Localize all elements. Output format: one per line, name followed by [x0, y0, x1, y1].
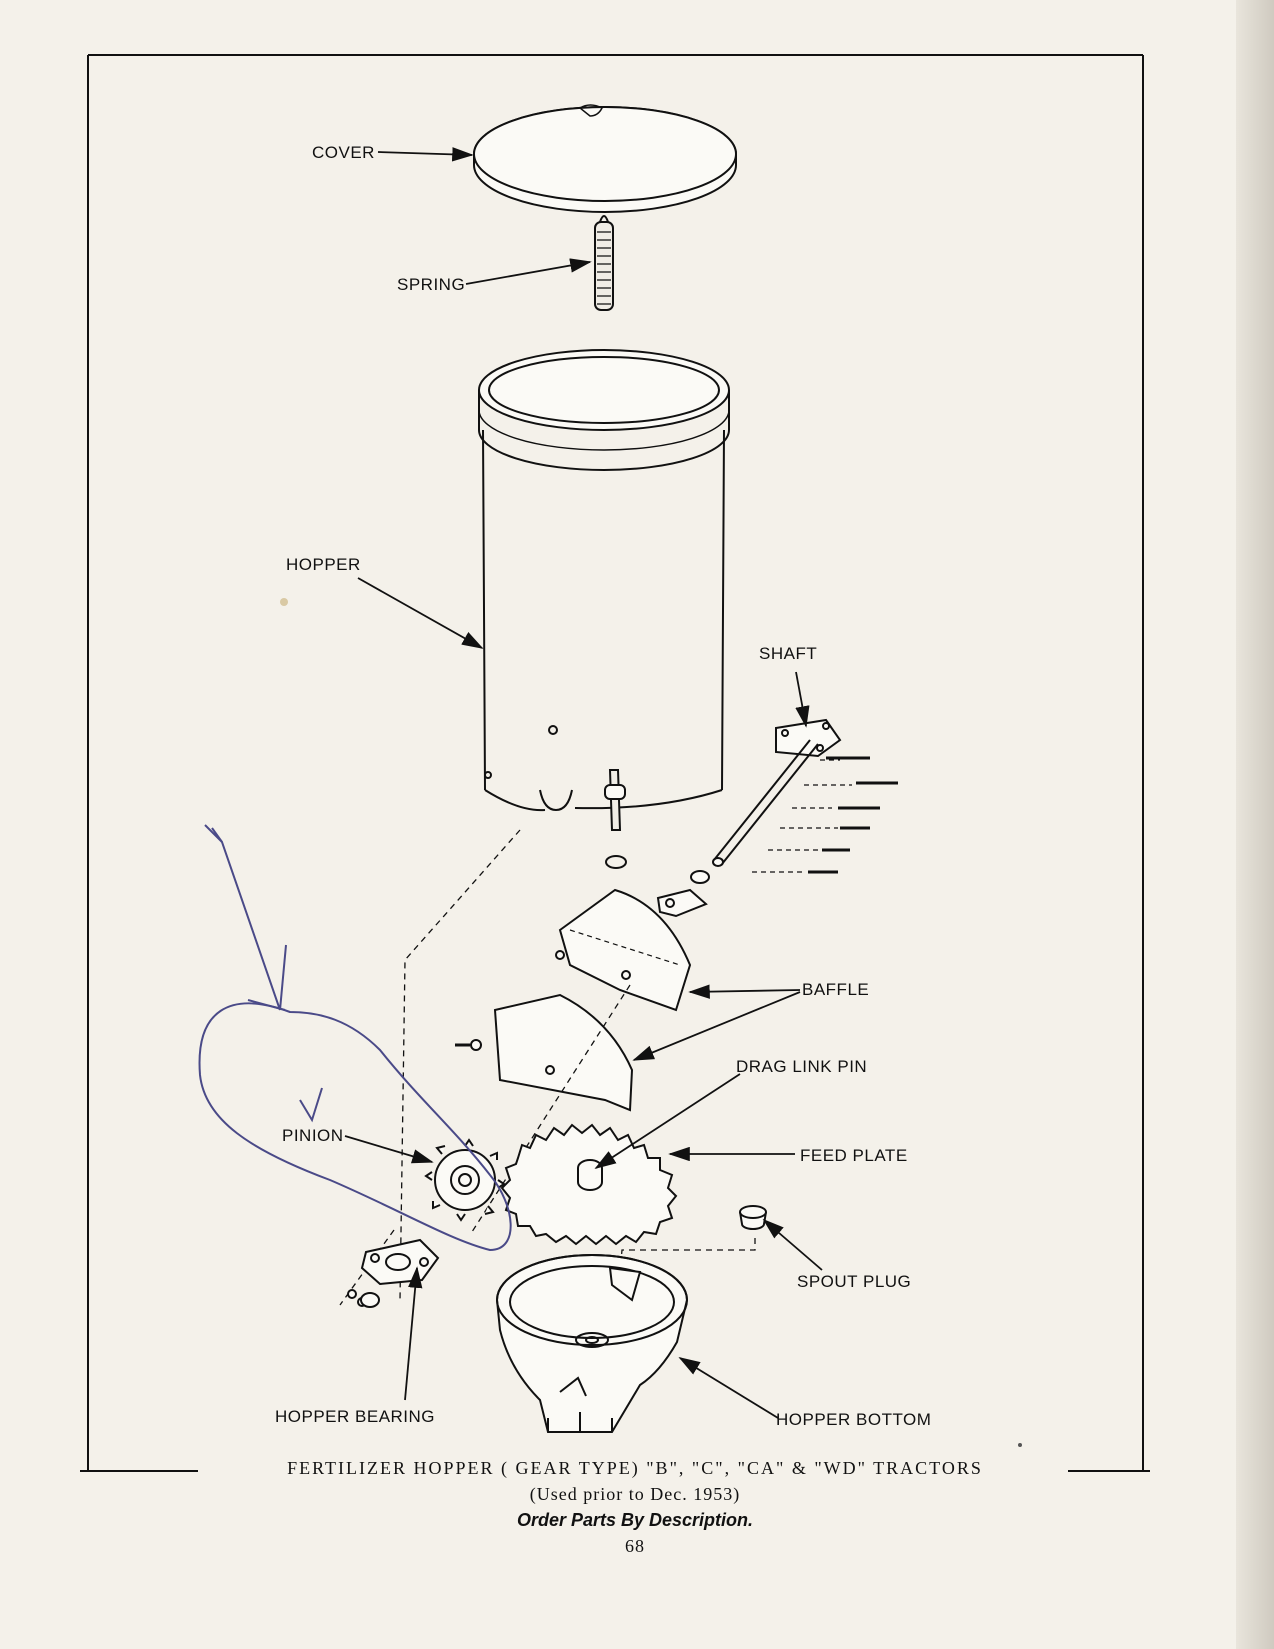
frame-border: [80, 54, 1150, 1472]
baffle-arrow-2: [632, 991, 801, 1061]
feed-plate-part: [500, 1123, 678, 1246]
hopper-bottom-arrow: [678, 1357, 779, 1419]
drag-link-pin-arrow: [594, 1073, 741, 1169]
shaft-plate-part: [656, 870, 710, 918]
spring-part: [594, 215, 614, 311]
cover-arrow: [377, 147, 474, 162]
baffle-arrow-1: [688, 984, 801, 999]
hopper-bottom-part: [495, 1254, 689, 1433]
label-pinion: PINION: [282, 1126, 344, 1145]
hopper-bearing-part: [347, 1238, 440, 1308]
label-hopper-bearing: HOPPER BEARING: [275, 1407, 436, 1426]
label-hopper-bottom: HOPPER BOTTOM: [776, 1410, 932, 1429]
shaft-arrow: [795, 671, 810, 728]
baffle-part: [455, 888, 692, 1112]
hopper-bearing-arrow: [404, 1266, 423, 1401]
cover-part: [473, 104, 737, 213]
page-edge-shadow: [1236, 0, 1274, 1649]
label-drag-link-pin: DRAG LINK PIN: [736, 1057, 868, 1076]
hopper-arrow: [357, 577, 484, 649]
figure-caption-subtitle: (Used prior to Dec. 1953): [529, 1484, 741, 1504]
pinion-part: [424, 1138, 506, 1222]
spout-plug-part: [739, 1205, 767, 1230]
spout-plug-arrow: [762, 1218, 823, 1271]
hopper-part: [478, 349, 730, 869]
figure-caption-title: FERTILIZER HOPPER ( GEAR TYPE) "B", "C",…: [287, 1458, 983, 1478]
handwritten-pen-annotation: [198, 824, 512, 1252]
label-baffle: BAFFLE: [802, 980, 870, 999]
label-shaft: SHAFT: [759, 644, 818, 663]
order-note: Order Parts By Description.: [516, 1510, 754, 1530]
spring-arrow: [465, 258, 592, 285]
label-hopper: HOPPER: [286, 555, 361, 574]
pinion-arrow: [344, 1135, 434, 1164]
label-arrows: [344, 147, 823, 1419]
label-spring: SPRING: [397, 275, 466, 294]
label-spout-plug: SPOUT PLUG: [797, 1272, 912, 1291]
label-cover: COVER: [312, 143, 375, 162]
label-feed-plate: FEED PLATE: [800, 1146, 908, 1165]
page-number: 68: [625, 1536, 645, 1556]
check-mark: [299, 1087, 323, 1123]
shaft-part: [712, 718, 898, 874]
